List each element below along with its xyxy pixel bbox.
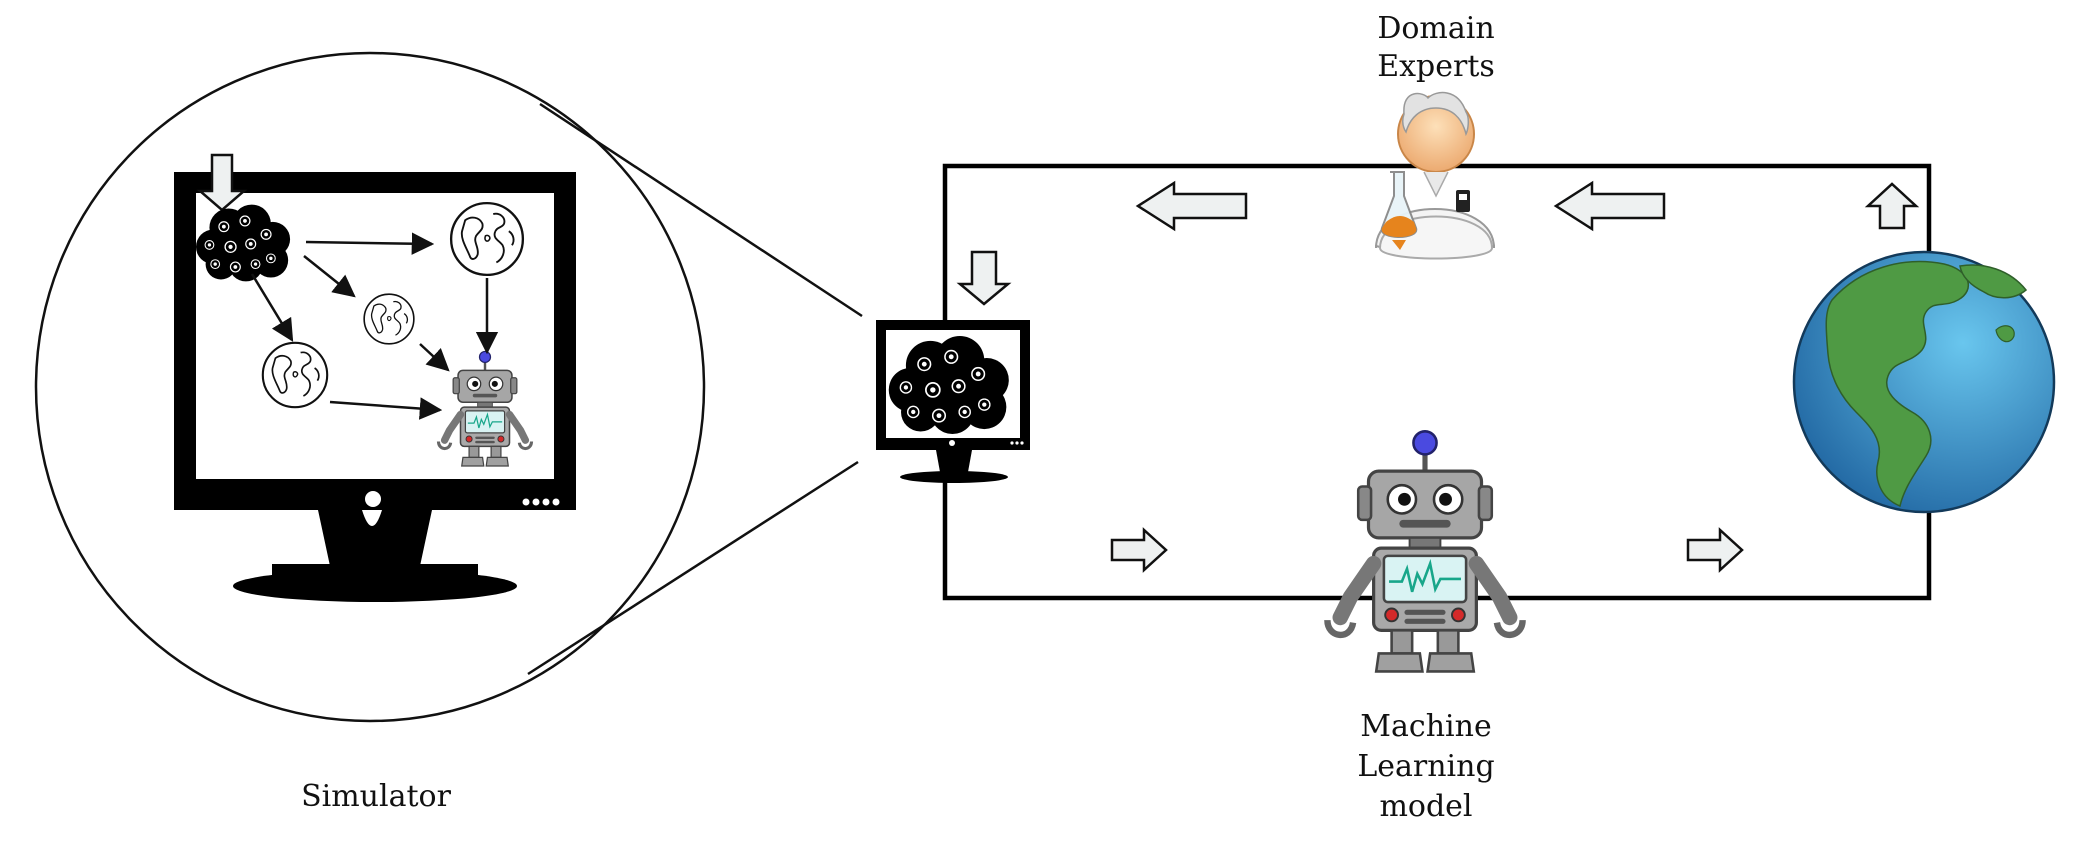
block-arrow-icon xyxy=(1135,180,1248,232)
block-arrow-icon xyxy=(1864,182,1920,230)
globe-icon xyxy=(261,341,329,409)
ml-model-label-line3: model xyxy=(1379,789,1472,824)
block-arrow-icon xyxy=(1553,180,1666,232)
robot-icon xyxy=(1327,431,1522,671)
scientist-icon xyxy=(1375,91,1495,260)
domain-experts-label-line2: Experts xyxy=(1377,49,1495,84)
simulator-inner-diagram xyxy=(196,153,532,466)
flow-arrow xyxy=(303,255,356,298)
globe-icon xyxy=(1792,250,2056,514)
flow-arrow xyxy=(419,343,450,372)
globe-icon xyxy=(449,201,525,277)
magnifier-circle xyxy=(34,51,706,723)
block-arrow-icon xyxy=(1686,527,1744,573)
globe-icon xyxy=(363,293,415,345)
block-arrow-icon xyxy=(956,250,1012,306)
feedback-loop: Domain Experts Machine Learning model xyxy=(876,11,2056,824)
zoom-line-top xyxy=(539,102,863,318)
simulator-label: Simulator xyxy=(301,779,452,814)
computer-monitor-icon xyxy=(876,320,1030,483)
flow-arrow xyxy=(305,232,435,255)
block-arrow-icon xyxy=(1110,527,1168,573)
zoom-line-bottom xyxy=(527,460,859,676)
flow-arrow xyxy=(250,273,294,342)
flow-arrow xyxy=(329,397,443,420)
domain-experts-label-line1: Domain xyxy=(1377,11,1494,46)
block-arrow-icon xyxy=(196,153,248,212)
ml-model-label-line1: Machine xyxy=(1360,709,1491,744)
simulator-magnifier: Simulator xyxy=(34,51,863,814)
ml-model-label-line2: Learning xyxy=(1357,749,1494,784)
